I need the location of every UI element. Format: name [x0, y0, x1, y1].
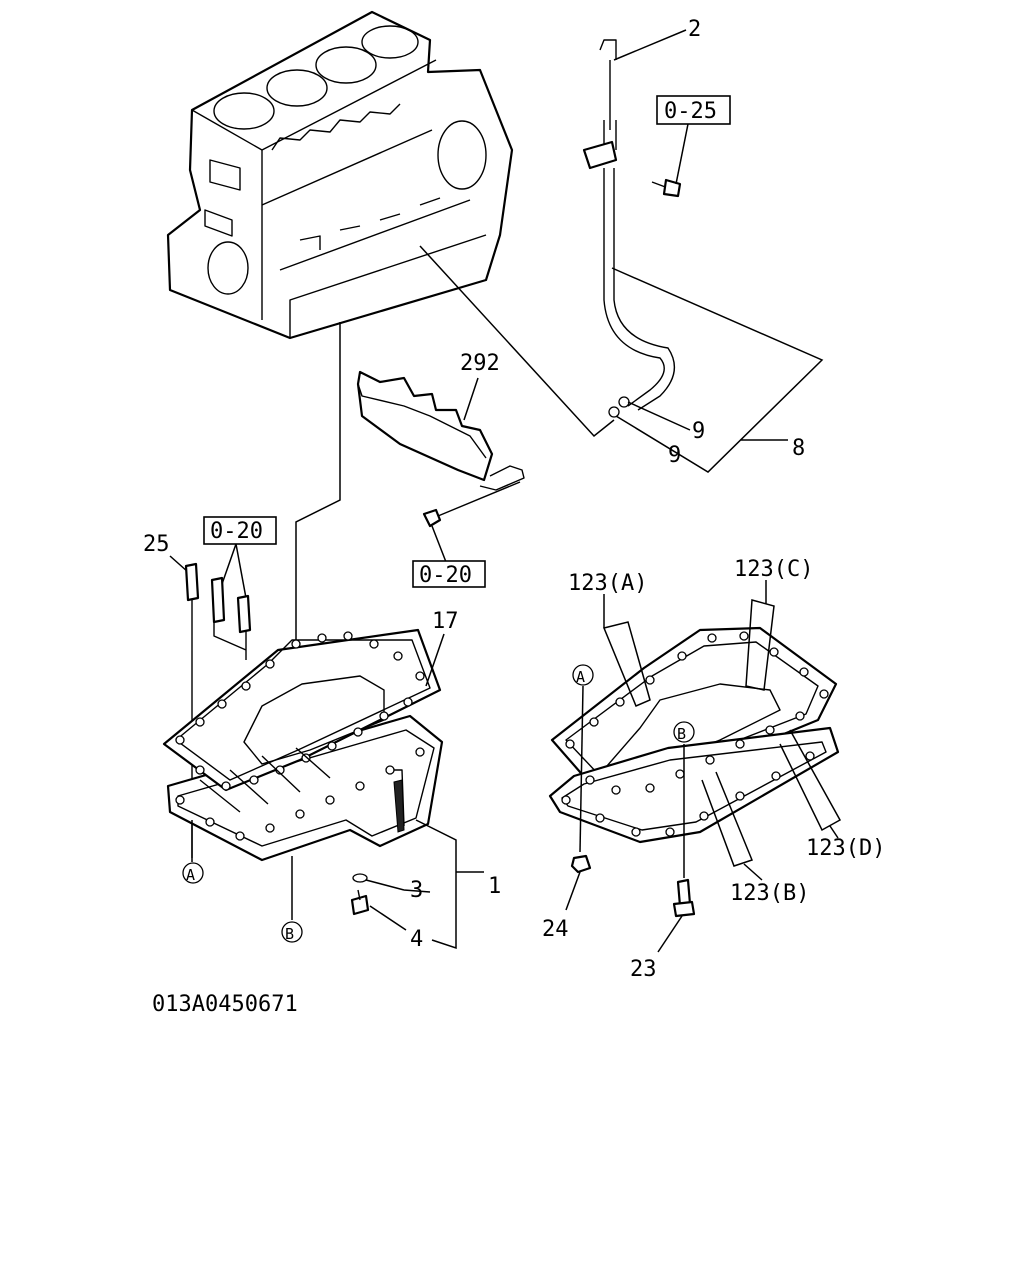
callout-9-b: 9 — [668, 443, 681, 468]
callout-123-b: 123(B) — [730, 881, 809, 906]
callout-4: 4 — [410, 927, 423, 952]
baffle-plate — [356, 370, 525, 491]
reference-0-20-b: 0-20 — [419, 563, 472, 588]
leader-1-3-4 — [365, 819, 484, 950]
callout-123-c: 123(C) — [734, 557, 813, 582]
pan-bolt-holes — [175, 631, 425, 841]
callout-2: 2 — [688, 17, 701, 42]
leader-24 — [565, 871, 581, 911]
marker-a-left: A — [186, 866, 195, 884]
block-to-pan-leader — [295, 322, 341, 718]
nut-24 — [570, 854, 592, 874]
leader-25 — [169, 555, 189, 573]
leader-0-20-b — [431, 525, 447, 563]
figure-code: 013A0450671 — [152, 992, 298, 1017]
stud-bolts — [184, 562, 252, 858]
engine-block — [166, 10, 514, 340]
marker-a-right: A — [576, 668, 585, 686]
callout-24: 24 — [542, 917, 569, 942]
dipstick-assembly — [582, 39, 676, 418]
callout-1: 1 — [488, 874, 501, 899]
leader-123a — [602, 594, 651, 707]
reference-0-25: 0-25 — [664, 99, 717, 124]
leader-292 — [463, 377, 479, 421]
callout-3: 3 — [410, 878, 423, 903]
callout-9-a: 9 — [692, 419, 705, 444]
marker-a-left-circle — [182, 862, 204, 884]
leader-123b — [701, 771, 763, 881]
gasket-set-right — [548, 626, 840, 844]
callout-292: 292 — [460, 351, 500, 376]
leader-0-25 — [675, 123, 689, 185]
marker-a-right-circle — [572, 664, 594, 686]
leader-0-20-a — [221, 543, 247, 599]
callout-8: 8 — [792, 436, 805, 461]
callout-123-d: 123(D) — [806, 836, 885, 861]
leader-23 — [657, 915, 683, 953]
leader-17 — [425, 633, 445, 687]
marker-b-left-circle — [281, 921, 303, 943]
marker-b-right: B — [677, 725, 686, 743]
leader-123c — [745, 580, 775, 691]
callout-23: 23 — [630, 957, 657, 982]
leader-a-right — [579, 685, 584, 853]
baffle-bolt — [422, 481, 521, 528]
leader-2 — [613, 29, 687, 61]
callout-17: 17 — [432, 609, 459, 634]
leader-8-9 — [419, 245, 824, 473]
ref-box-0-20-b — [412, 560, 486, 588]
drain-plug — [350, 873, 370, 916]
ref-box-0-20-a — [203, 516, 277, 545]
bolt-23 — [672, 878, 696, 918]
oil-pan-left — [162, 628, 444, 862]
reference-0-20-a: 0-20 — [210, 519, 263, 544]
ref-box-0-25 — [656, 95, 731, 125]
callout-25: 25 — [143, 532, 170, 557]
callout-123-a: 123(A) — [568, 571, 647, 596]
gasket-bolt-holes — [561, 631, 829, 837]
marker-b-left: B — [285, 925, 294, 943]
leader-123d — [779, 729, 842, 839]
marker-b-right-circle — [673, 721, 695, 743]
